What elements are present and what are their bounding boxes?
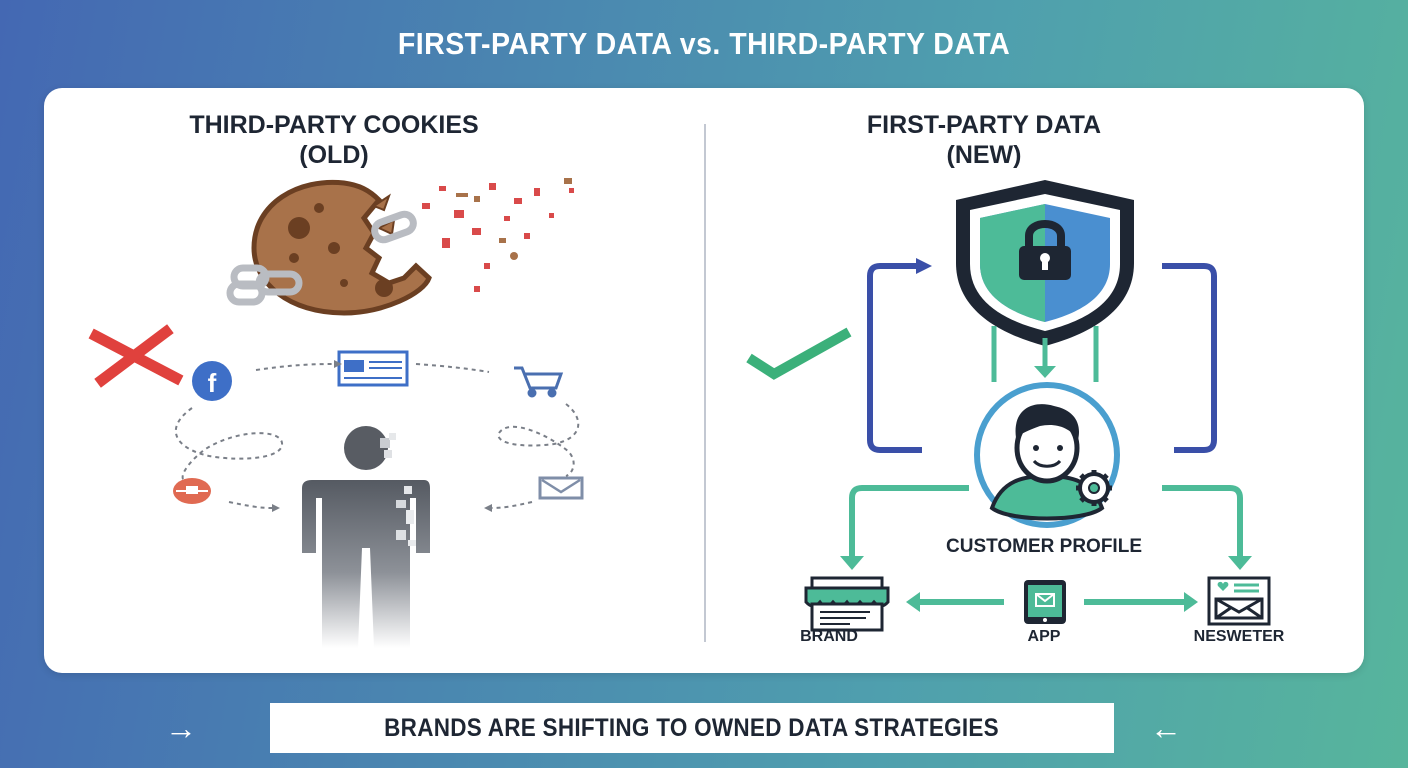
main-title: FIRST-PARTY DATA vs. THIRD-PARTY DATA <box>397 26 1011 61</box>
storefront-icon <box>804 576 890 632</box>
comparison-card: THIRD-PARTY COOKIES (OLD) FIRST-PARTY DA… <box>44 88 1364 673</box>
footer-banner: BRANDS ARE SHIFTING TO OWNED DATA STRATE… <box>270 703 1114 753</box>
left-arrow-icon: ← <box>1150 710 1182 746</box>
mobile-app-icon <box>1024 580 1066 624</box>
pixelated-person-icon <box>302 426 430 648</box>
broken-badge-icon <box>173 478 211 504</box>
footer-banner-text: BRANDS ARE SHIFTING TO OWNED DATA STRATE… <box>384 714 1000 742</box>
tracking-paths <box>174 363 580 509</box>
newsletter-icon <box>1207 576 1271 626</box>
right-panel-title: FIRST-PARTY DATA (NEW) <box>824 110 1144 170</box>
facebook-icon: f <box>192 361 232 401</box>
flow-lines <box>991 326 1099 382</box>
right-panel-heading: FIRST-PARTY DATA <box>866 111 1102 139</box>
channel-label-brand: BRAND <box>800 628 858 645</box>
gear-icon <box>1076 470 1112 506</box>
distribution-arrows <box>849 485 1243 605</box>
channel-label-app: APP <box>1027 628 1061 645</box>
email-icon <box>538 476 584 500</box>
right-arrow-icon: → <box>165 710 197 746</box>
check-mark-icon <box>746 327 852 380</box>
channel-label-newsletter: NESWETER <box>1193 628 1285 645</box>
x-mark-icon <box>88 324 184 388</box>
panel-divider <box>704 124 706 642</box>
left-panel-subtitle: (OLD) <box>299 141 369 169</box>
shopping-cart-icon <box>514 366 564 398</box>
left-panel-heading: THIRD-PARTY COOKIES <box>189 111 479 139</box>
broken-chain-icon <box>226 210 417 306</box>
data-loop-lines <box>867 263 1217 453</box>
svg-text:f: f <box>208 368 217 398</box>
webpage-icon <box>337 350 409 387</box>
cookie-debris <box>422 178 574 292</box>
left-panel-title: THIRD-PARTY COOKIES (OLD) <box>164 110 504 170</box>
right-panel-subtitle: (NEW) <box>946 141 1022 169</box>
customer-profile-avatar <box>974 382 1120 528</box>
customer-profile-label: CUSTOMER PROFILE <box>946 536 1142 557</box>
illustration-canvas: f <box>88 178 1271 648</box>
shield-lock-icon <box>956 180 1134 346</box>
